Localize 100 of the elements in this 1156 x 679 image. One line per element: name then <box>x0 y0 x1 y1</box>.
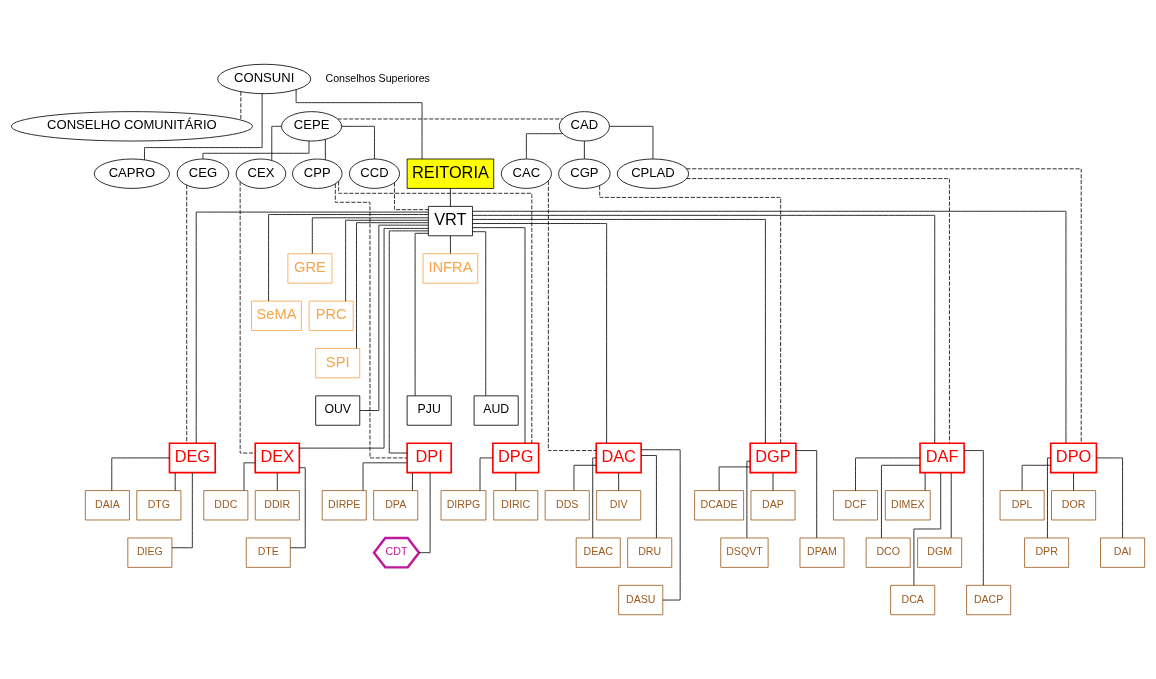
node-box: DCA <box>890 584 936 616</box>
node-ellipse: CCD <box>348 158 400 189</box>
connector <box>240 91 242 121</box>
connector <box>1047 457 1052 539</box>
node-ellipse: CAC <box>500 158 552 189</box>
connector <box>881 464 921 539</box>
connector <box>171 472 193 549</box>
node-box: DPAM <box>799 537 845 568</box>
connector <box>618 472 620 491</box>
connector <box>795 450 818 539</box>
node-box: DPA <box>373 490 419 521</box>
node-box: SPI <box>315 348 361 379</box>
connector <box>239 181 256 454</box>
node-box: OUV <box>315 395 361 426</box>
connector <box>412 472 413 491</box>
connector <box>913 472 942 586</box>
node-ellipse: CPP <box>292 158 343 189</box>
node-ellipse: CEX <box>235 158 287 189</box>
connector <box>547 180 597 451</box>
node-ellipse: CONSUNI <box>217 63 312 95</box>
connector <box>963 450 984 586</box>
connector <box>609 125 654 160</box>
connector <box>472 223 608 444</box>
node-box: SeMA <box>251 300 302 331</box>
connector <box>573 464 597 491</box>
connector <box>525 133 563 160</box>
connector <box>1073 472 1074 491</box>
node-box: DTG <box>136 490 182 521</box>
connector <box>359 224 429 411</box>
node-box: VRT <box>427 205 473 237</box>
node-box: DPI <box>406 442 453 474</box>
connector <box>271 125 282 161</box>
connector <box>337 118 563 120</box>
connector <box>311 217 429 254</box>
node-box: DIV <box>596 490 642 521</box>
connector <box>195 211 429 444</box>
node-ellipse: CEG <box>176 158 230 189</box>
node-box: AUD <box>473 395 519 426</box>
connector <box>686 168 1082 444</box>
connector <box>718 466 751 491</box>
label: Conselhos Superiores <box>325 71 430 84</box>
connector <box>334 183 408 459</box>
node-box: DEX <box>254 442 301 474</box>
connector <box>472 219 766 444</box>
connector <box>472 214 936 444</box>
node-box: DIRPG <box>440 490 487 521</box>
node-ellipse: CPLAD <box>616 158 690 189</box>
node-box: DCADE <box>694 490 745 521</box>
node-box: DAIA <box>84 490 130 521</box>
connector <box>686 178 950 444</box>
node-box: PJU <box>406 395 452 426</box>
node-ellipse: CGP <box>558 158 611 189</box>
connector <box>394 182 429 211</box>
node-box: INFRA <box>422 253 479 284</box>
connector <box>418 472 431 554</box>
node-box: GRE <box>287 253 333 284</box>
connector <box>356 222 429 349</box>
connector <box>268 214 429 302</box>
connector <box>345 219 429 302</box>
connector <box>338 180 533 444</box>
node-box: DPO <box>1049 442 1098 474</box>
node-box: DEAC <box>575 537 621 568</box>
connector <box>472 210 1067 444</box>
connector <box>186 184 188 444</box>
connector <box>388 230 429 454</box>
node-box: DIRIC <box>493 490 539 521</box>
node-box: DIEG <box>127 537 173 568</box>
connector <box>450 188 451 207</box>
node-box: DEG <box>168 442 217 474</box>
connector <box>592 457 597 539</box>
node-box: DOR <box>1051 490 1097 521</box>
node-box: DDC <box>203 490 249 521</box>
node-box: DAF <box>919 442 965 474</box>
node-ellipse: CAD <box>558 111 610 142</box>
node-box: DGP <box>749 442 797 474</box>
connector <box>746 460 751 538</box>
connector <box>855 457 921 491</box>
node-box: DIRPE <box>321 490 367 521</box>
node-box: DCO <box>865 537 911 568</box>
node-box: DPG <box>492 442 540 474</box>
connector <box>583 140 585 160</box>
node-box: REITORIA <box>406 158 495 189</box>
node-box: DDS <box>544 490 590 521</box>
node-box: DAC <box>595 442 642 474</box>
connector <box>324 139 326 160</box>
connector <box>414 232 429 397</box>
node-box: DAI <box>1100 537 1146 568</box>
node-box: DCF <box>833 490 878 521</box>
connector <box>472 231 487 397</box>
node-box: DRU <box>627 537 673 568</box>
node-box: DSQVT <box>720 537 769 568</box>
connector <box>640 455 657 539</box>
node-box: DPR <box>1024 537 1070 568</box>
connector <box>202 140 310 160</box>
node-box: DPL <box>999 490 1045 521</box>
node-ellipse: CONSELHO COMUNITÁRIO <box>10 111 253 142</box>
node-box: DACP <box>966 584 1012 616</box>
connector <box>450 235 451 254</box>
node-ellipse: CAPRO <box>93 158 170 189</box>
node-box: DDIR <box>254 490 300 521</box>
